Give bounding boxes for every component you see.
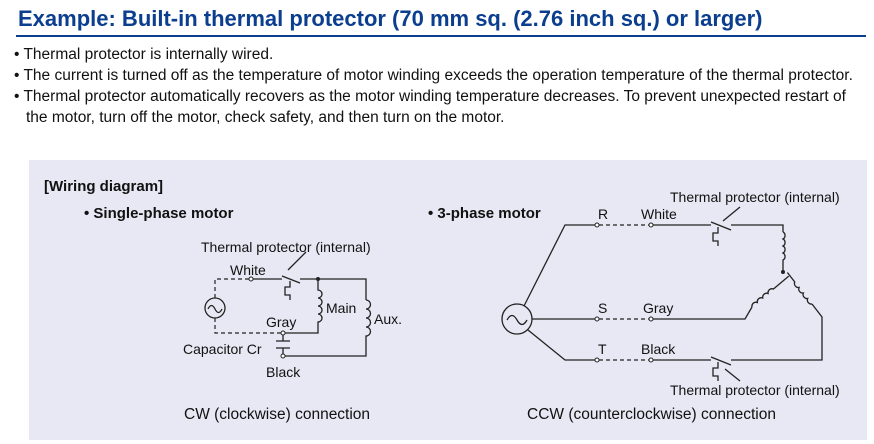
t-label: T <box>598 341 607 357</box>
thermal-switch-icon <box>712 362 719 381</box>
aux-winding-label: Aux. <box>374 311 402 327</box>
bullet-item: • The current is turned off as the tempe… <box>14 67 853 84</box>
gray-label: Gray <box>266 314 296 330</box>
ac-source-icon <box>501 303 533 335</box>
page-title: Example: Built-in thermal protector (70 … <box>18 6 763 31</box>
ac-source-icon <box>204 297 226 319</box>
ccw-caption: CCW (counterclockwise) connection <box>527 406 776 423</box>
wiring-heading: [Wiring diagram] <box>44 178 163 195</box>
thermal-protector-bottom-label: Thermal protector (internal) <box>670 382 840 398</box>
thermal-protector-label: Thermal protector (internal) <box>201 239 371 255</box>
thermal-switch-icon <box>712 227 719 246</box>
main-winding-label: Main <box>326 300 356 316</box>
aux-coil-icon <box>285 299 372 357</box>
thermal-switch-icon <box>284 281 291 300</box>
bullet-item: • Thermal protector is internally wired. <box>14 46 274 63</box>
bullet-list: • Thermal protector is internally wired.… <box>14 44 864 128</box>
coil-icon <box>751 275 790 308</box>
three-phase-diagram: • 3-phase motor Thermal protector (inter… <box>428 189 840 423</box>
single-phase-diagram: • Single-phase motor Thermal protector (… <box>84 205 402 423</box>
r-label: R <box>598 206 608 222</box>
thermal-protector-top-label: Thermal protector (internal) <box>670 189 840 205</box>
single-phase-title: • Single-phase motor <box>84 205 234 222</box>
white-label: White <box>641 206 677 222</box>
cw-caption: CW (clockwise) connection <box>184 406 370 423</box>
capacitor-label: Capacitor Cr <box>183 341 262 357</box>
wiring-diagram-panel <box>29 160 867 440</box>
bullet-item: • Thermal protector automatically recove… <box>14 88 846 126</box>
white-label: White <box>230 262 266 278</box>
title-underline <box>16 35 866 37</box>
s-label: S <box>598 300 607 316</box>
capacitor-icon <box>276 335 290 354</box>
main-coil-icon <box>285 279 323 334</box>
black-label: Black <box>266 364 301 380</box>
coil-icon <box>781 231 786 272</box>
coil-icon <box>786 272 813 305</box>
gray-label: Gray <box>643 300 673 316</box>
black-label: Black <box>641 341 676 357</box>
three-phase-title: • 3-phase motor <box>428 205 541 222</box>
